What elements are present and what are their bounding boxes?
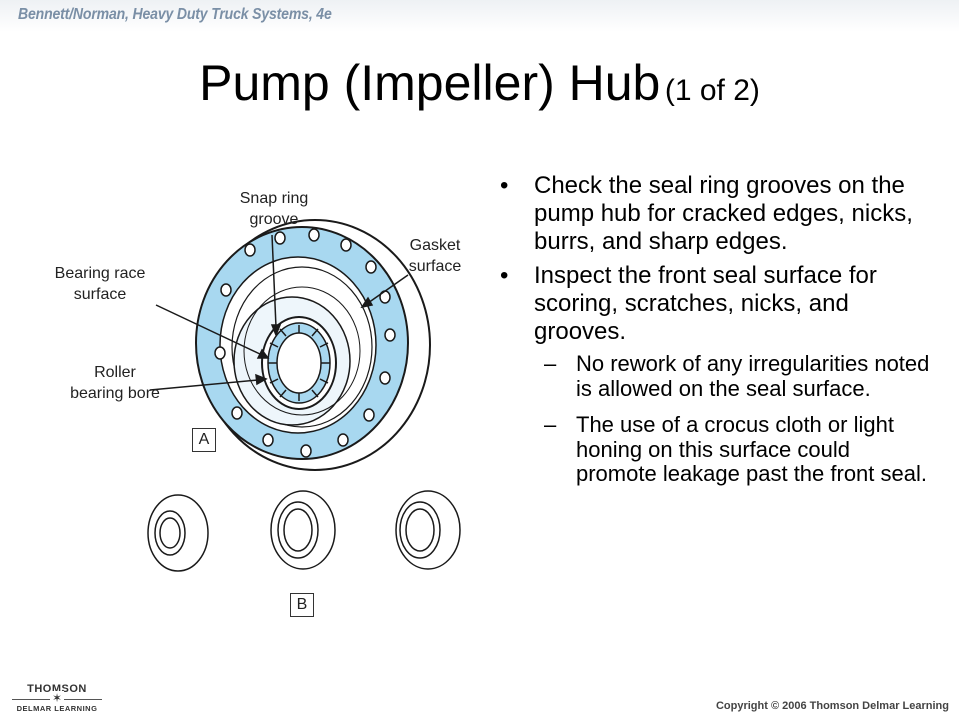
bullet-text: Inspect the front seal surface for scori… [534,262,877,345]
logo-star-icon: ✶ [12,691,102,705]
sub-bullet-marker: – [544,351,557,376]
leader-lines [149,234,409,391]
sub-bullet-marker: – [544,412,557,437]
figure-label-a: A [192,428,216,452]
sub-bullet-item: – The use of a crocus cloth or light hon… [490,412,930,487]
pump-hub-illustration [147,219,461,572]
publisher-logo: THOMSON ✶ DELMAR LEARNING [12,683,102,713]
sub-bullet-item: – No rework of any irregularities noted … [490,351,930,401]
slide-title: Pump (Impeller) Hub (1 of 2) [0,54,959,112]
roller-bearings [147,490,461,572]
bullet-list: • Check the seal ring grooves on the pum… [490,172,930,499]
logo-bottom-text: DELMAR LEARNING [16,704,98,713]
bullet-item: • Inspect the front seal surface for sco… [490,262,930,346]
bullet-marker: • [500,172,509,199]
copyright-notice: Copyright © 2006 Thomson Delmar Learning [715,700,949,712]
slide-title-main: Pump (Impeller) Hub [199,55,661,111]
label-roller-bearing-bore: Roller bearing bore [70,364,160,402]
sub-bullet-text: The use of a crocus cloth or light honin… [576,412,927,486]
sub-bullet-text: No rework of any irregularities noted is… [576,351,930,401]
pump-hub-figure: Snap ring groove Gasket surface Bearing … [40,175,480,625]
figure-label-b: B [290,593,314,617]
label-snap-ring-groove: Snap ring groove [239,190,309,228]
bullet-text: Check the seal ring grooves on the pump … [534,172,913,255]
bullet-item: • Check the seal ring grooves on the pum… [490,172,930,256]
slide-title-sub: (1 of 2) [664,74,760,107]
bullet-marker: • [500,262,509,289]
label-bearing-race-surface: Bearing race surface [54,265,146,303]
logo-top-text: THOMSON [27,683,87,695]
header-bar: Bennett/Norman, Heavy Duty Truck Systems… [0,0,959,32]
label-gasket-surface: Gasket surface [408,237,462,275]
hub-drawing [195,219,431,471]
book-title: Bennett/Norman, Heavy Duty Truck Systems… [18,6,332,23]
